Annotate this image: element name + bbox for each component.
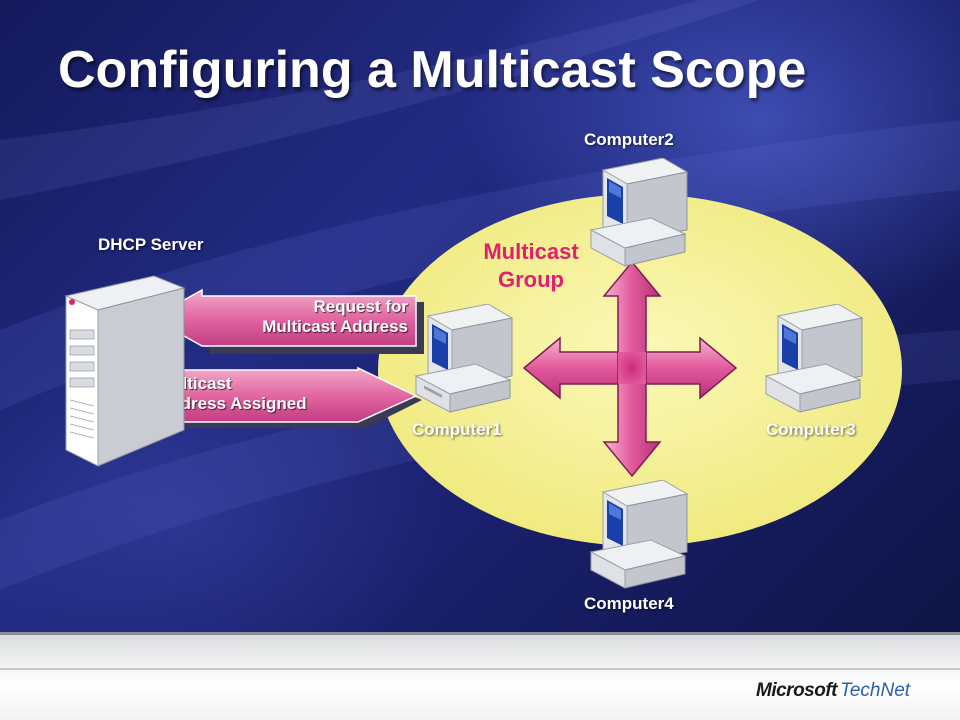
computer1-icon	[414, 304, 514, 413]
multicast-group-label: Multicast Group	[483, 239, 579, 292]
request-arrow-label: Request for Multicast Address	[262, 297, 408, 336]
computer1-label: Computer1	[412, 420, 502, 439]
computer4-icon	[589, 480, 689, 589]
dhcp-server-icon	[64, 275, 186, 467]
dhcp-server-label: DHCP Server	[98, 235, 204, 254]
computer3-label: Computer3	[766, 420, 856, 439]
computer3-icon	[764, 304, 864, 413]
computer2-icon	[589, 158, 689, 267]
slide-title: Configuring a Multicast Scope	[58, 41, 807, 99]
brand-company: Microsoft	[756, 680, 838, 701]
computer2-label: Computer2	[584, 130, 674, 149]
brand-product: TechNet	[840, 680, 911, 701]
footer-divider-lower	[0, 668, 960, 670]
footer-divider	[0, 632, 960, 635]
computer4-label: Computer4	[584, 594, 674, 613]
footer-bar	[0, 632, 960, 720]
